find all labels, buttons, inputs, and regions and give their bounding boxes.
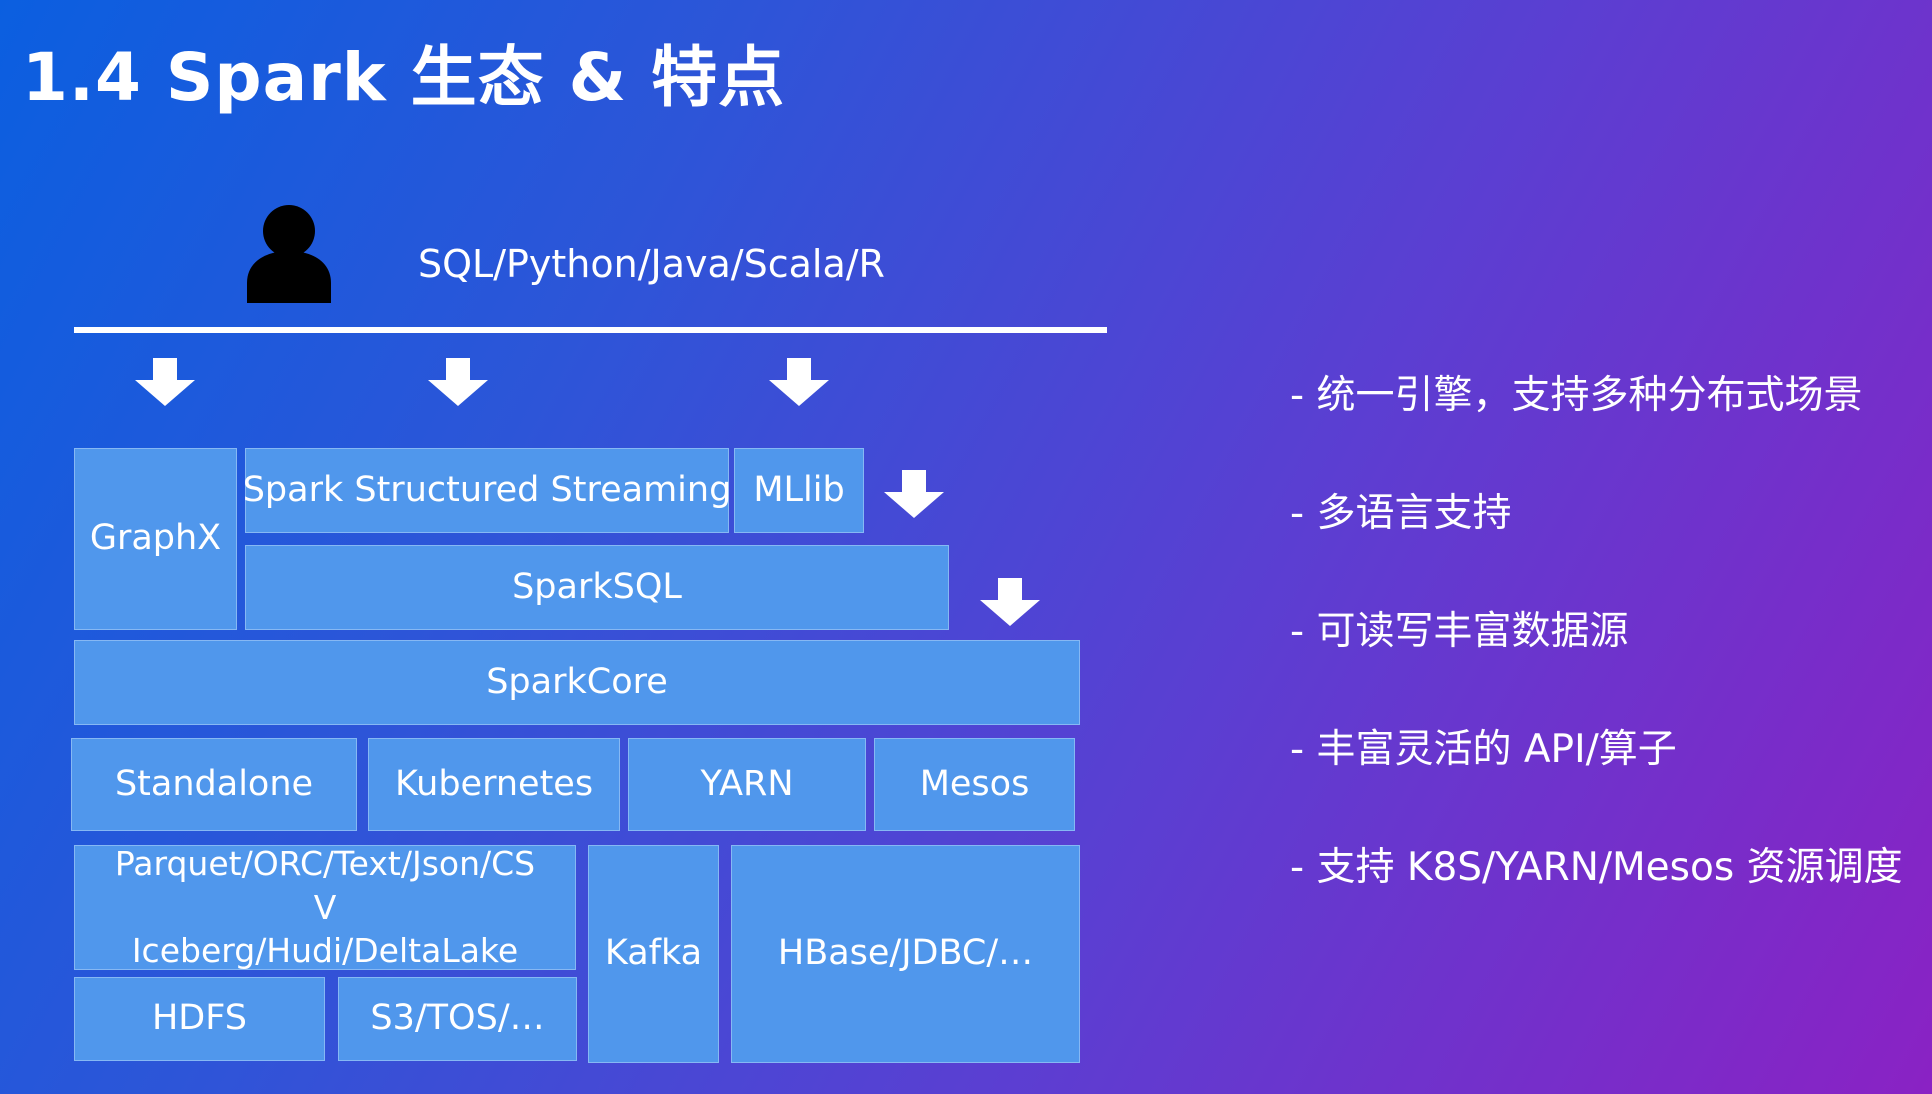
arrow-down-icon xyxy=(980,578,1040,626)
scheduler-kubernetes: Kubernetes xyxy=(368,738,620,831)
file-formats-box: Parquet/ORC/Text/Json/CS V Iceberg/Hudi/… xyxy=(74,844,576,971)
s3-tos-label: S3/TOS/… xyxy=(370,998,545,1039)
graphx-box: GraphX xyxy=(74,448,237,630)
feature-item: - 多语言支持 xyxy=(1290,491,1512,536)
scheduler-standalone: Standalone xyxy=(71,738,357,831)
hdfs-label: HDFS xyxy=(151,998,247,1039)
file-formats-line: Iceberg/Hudi/DeltaLake xyxy=(131,931,519,971)
hbase-jdbc-box: HBase/JDBC/… xyxy=(731,845,1080,1063)
graphx-label: GraphX xyxy=(89,518,222,559)
arrow-down-icon xyxy=(769,358,829,406)
scheduler-yarn: YARN xyxy=(628,738,866,831)
scheduler-mesos: Mesos xyxy=(874,738,1075,831)
structured-streaming-label: Spark Structured Streaming xyxy=(242,469,732,510)
user-icon xyxy=(247,205,331,303)
s3-tos-box: S3/TOS/… xyxy=(338,977,577,1061)
hdfs-box: HDFS xyxy=(74,977,325,1061)
divider-line xyxy=(74,327,1107,333)
scheduler-label: YARN xyxy=(700,763,794,804)
scheduler-label: Kubernetes xyxy=(394,763,594,804)
arrow-down-icon xyxy=(135,358,195,406)
spark-core-label: SparkCore xyxy=(486,661,668,702)
mllib-label: MLlib xyxy=(753,469,845,510)
spark-core-box: SparkCore xyxy=(74,640,1080,725)
file-formats-line: V xyxy=(313,887,337,927)
feature-list: - 统一引擎，支持多种分布式场景 - 多语言支持 - 可读写丰富数据源 - 丰富… xyxy=(1290,368,1930,958)
spark-sql-box: SparkSQL xyxy=(245,545,949,630)
feature-item: - 支持 K8S/YARN/Mesos 资源调度 xyxy=(1290,845,1903,890)
scheduler-label: Mesos xyxy=(919,763,1030,804)
feature-item: - 统一引擎，支持多种分布式场景 xyxy=(1290,373,1863,418)
structured-streaming-box: Spark Structured Streaming xyxy=(242,448,732,533)
scheduler-label: Standalone xyxy=(114,763,314,804)
feature-item: - 可读写丰富数据源 xyxy=(1290,609,1629,654)
hbase-jdbc-label: HBase/JDBC/… xyxy=(777,933,1034,974)
feature-item: - 丰富灵活的 API/算子 xyxy=(1290,727,1677,772)
mllib-box: MLlib xyxy=(734,448,864,533)
spark-sql-label: SparkSQL xyxy=(512,566,682,607)
arrow-down-icon xyxy=(884,470,944,518)
kafka-box: Kafka xyxy=(588,845,719,1063)
page-title: 1.4 Spark 生态 & 特点 xyxy=(22,39,786,116)
arrow-down-icon xyxy=(428,358,488,406)
kafka-label: Kafka xyxy=(604,933,703,974)
file-formats-line: Parquet/ORC/Text/Json/CS xyxy=(114,844,536,884)
supported-languages: SQL/Python/Java/Scala/R xyxy=(418,242,885,286)
